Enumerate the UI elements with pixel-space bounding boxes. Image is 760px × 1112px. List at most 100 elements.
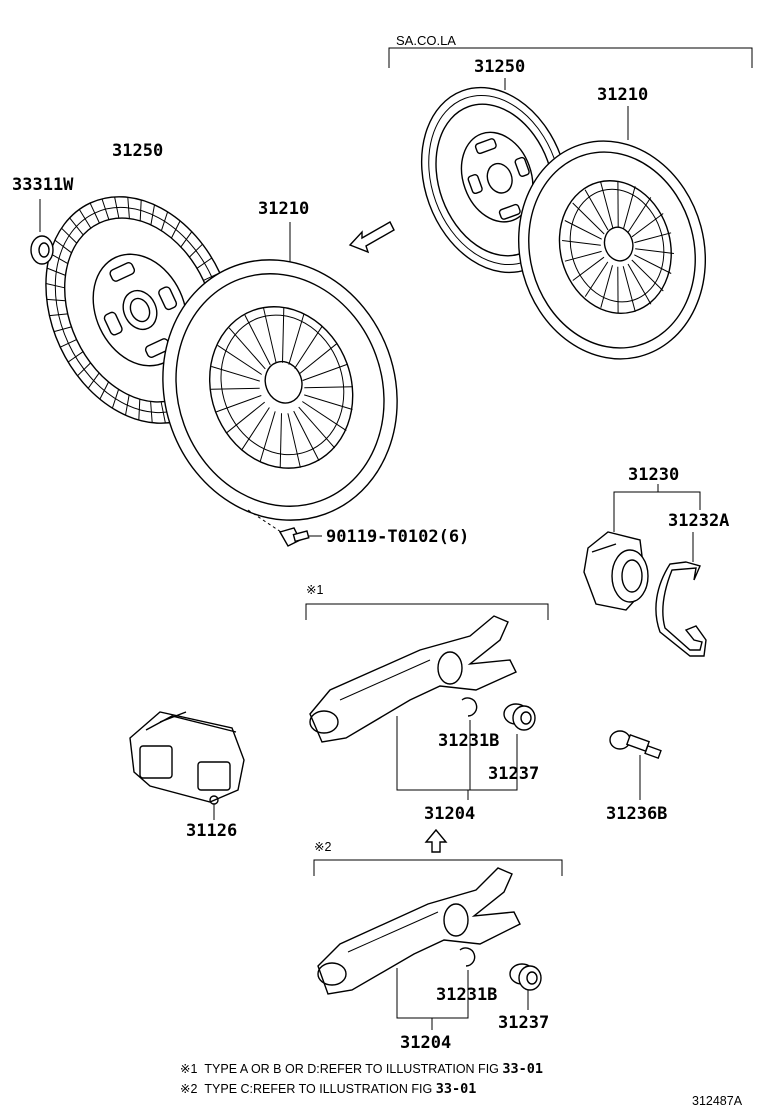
label-snap-ring-1: 31231B [438, 731, 500, 751]
hatch-line [287, 413, 301, 468]
hatch-line [89, 202, 100, 224]
fork-boot-lower [509, 963, 542, 991]
hatch-line [216, 395, 262, 413]
hatch-line [45, 283, 65, 289]
hatch-line [150, 204, 155, 225]
hatch-line [304, 386, 354, 389]
footnote-2-mark: ※2 [180, 1082, 198, 1096]
dust-boot [129, 711, 245, 820]
hatch-line [46, 267, 66, 276]
fork-boot-upper [503, 703, 536, 731]
hatch-line [634, 254, 672, 274]
hatch-line [241, 407, 270, 451]
hatch-line [196, 257, 213, 269]
hatch-line [282, 307, 285, 363]
clutch-cover-right [517, 140, 707, 360]
fork-lower-leaders [396, 968, 529, 1030]
hatch-line [49, 253, 69, 265]
hatch-line [631, 213, 664, 238]
release-fork-upper [309, 615, 517, 743]
hatch-line [298, 342, 338, 375]
hatch-line [631, 259, 664, 292]
hatch-line [111, 389, 120, 409]
hatch-line [125, 395, 130, 416]
hatch-line [87, 372, 100, 389]
hatch-line [101, 198, 110, 220]
hatch-line [600, 182, 614, 228]
hatch-line [627, 197, 652, 233]
label-disc-right: 31250 [474, 57, 526, 77]
footnote-1-text: TYPE A OR B OR D:REFER TO ILLUSTRATION F… [204, 1062, 503, 1076]
hatch-line [114, 196, 120, 219]
footnote-2: ※2 TYPE C:REFER TO ILLUSTRATION FIG 33-0… [180, 1082, 476, 1096]
hatch-line [572, 256, 605, 281]
hatch-line [170, 220, 181, 239]
diaphragm-fingers-left [210, 307, 354, 469]
hatch-line [160, 211, 169, 231]
label-mark2: ※2 [314, 840, 332, 854]
hatch-line [69, 217, 84, 236]
bracket-type2 [313, 859, 563, 876]
fork-upper-leaders [396, 716, 518, 800]
hatch-line [304, 394, 353, 410]
hatch-line [189, 243, 203, 258]
hatch-line [217, 344, 262, 375]
label-release-clip: 31232A [668, 511, 730, 531]
clutch-cover-left [162, 259, 398, 521]
hatch-line [59, 339, 77, 348]
label-snap-ring-2: 31231B [436, 985, 498, 1005]
pilot-bearing [30, 199, 54, 265]
hatch-line [180, 231, 193, 248]
hatch-line [302, 401, 347, 432]
hatch-line [627, 263, 652, 305]
snap-ring-lower [459, 947, 476, 967]
hatch-line [160, 401, 166, 424]
hatch-line [139, 199, 142, 221]
label-bearing-left: 33311W [12, 175, 74, 195]
hatch-line [244, 314, 271, 366]
hatch-line [564, 220, 602, 240]
footnote-1: ※1 TYPE A OR B OR D:REFER TO ILLUSTRATIO… [180, 1062, 543, 1076]
footnote-1-mark: ※1 [180, 1062, 198, 1076]
hatch-line [138, 399, 141, 421]
hatch-line [584, 261, 609, 297]
hatch-line [210, 387, 260, 390]
release-bearing-group [583, 484, 707, 657]
label-release-assy: 31230 [628, 465, 680, 485]
label-boot-1: 31237 [488, 764, 540, 784]
release-fork-lower [317, 867, 521, 995]
hatch-line [288, 313, 305, 365]
label-disc-left: 31250 [112, 141, 164, 161]
snap-ring-upper [461, 697, 478, 717]
hatch-line [77, 362, 91, 377]
hatch-line [67, 351, 84, 363]
hatch-line [78, 209, 92, 229]
hatch-line [298, 406, 336, 449]
hatch-line [99, 381, 110, 400]
hatch-line [302, 363, 348, 381]
hatch-line [293, 410, 320, 462]
bolt [247, 509, 322, 547]
label-mark1: ※1 [306, 583, 324, 597]
label-boot-2: 31237 [498, 1013, 550, 1033]
footnote-2-ref: 33-01 [435, 1081, 477, 1097]
label-group-saco: SA.CO.LA [396, 33, 456, 48]
hatch-line [226, 401, 266, 434]
hatch-line [46, 298, 66, 302]
hatch-line [572, 202, 605, 235]
label-cover-left: 31210 [258, 199, 310, 219]
label-fork-1: 31204 [424, 804, 476, 824]
direction-arrow [348, 221, 395, 254]
hatch-line [584, 189, 609, 231]
hatch-line [622, 266, 636, 312]
hatch-line [61, 227, 78, 244]
hatch-line [150, 401, 153, 423]
hatch-line [635, 248, 674, 254]
hatch-line [211, 366, 260, 382]
hatch-line [623, 186, 636, 229]
hatch-line [279, 413, 282, 469]
hatch-line [259, 411, 276, 463]
hatch-line [600, 265, 613, 308]
pivot-pin [609, 730, 662, 800]
